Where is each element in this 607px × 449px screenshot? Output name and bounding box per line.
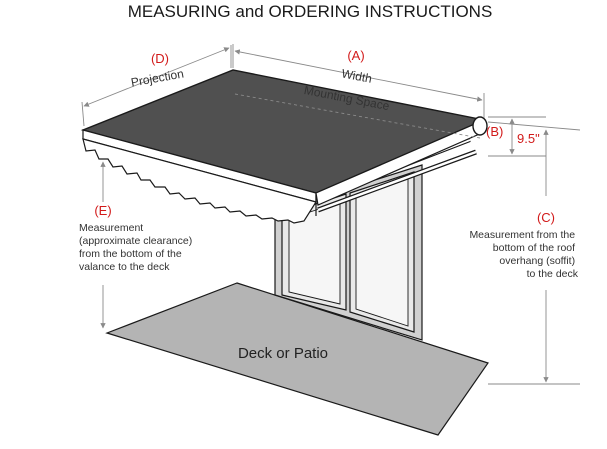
projection-label: Projection (130, 67, 185, 90)
sliding-door (281, 171, 415, 333)
valance-dimension: (B) 9.5" (486, 116, 546, 157)
width-dimension: (A) Width (232, 44, 485, 118)
soffit-dimension: (C) Measurement from the bottom of the r… (469, 121, 581, 385)
soffit-note: Measurement from the bottom of the roof … (469, 229, 578, 280)
clearance-note-line: Measurement (79, 222, 143, 234)
clearance-note-line: (approximate clearance) (79, 235, 192, 247)
valance-value: 9.5" (517, 131, 540, 146)
soffit-note-line: overhang (soffit) (499, 255, 575, 267)
clearance-note: Measurement (approximate clearance) from… (79, 222, 195, 273)
clearance-note-line: from the bottom of the (79, 248, 182, 260)
clearance-dimension: (E) Measurement (approximate clearance) … (79, 161, 195, 329)
soffit-letter: (C) (537, 210, 555, 225)
deck-area (105, 282, 489, 436)
projection-letter: (D) (151, 51, 169, 66)
deck-label: Deck or Patio (238, 345, 328, 362)
soffit-note-line: to the deck (527, 268, 579, 280)
soffit-note-line: Measurement from the (469, 229, 575, 241)
width-label: Width (340, 66, 373, 86)
width-letter: (A) (347, 48, 364, 63)
clearance-note-line: valance to the deck (79, 261, 170, 273)
clearance-letter: (E) (94, 203, 111, 218)
page-title: MEASURING and ORDERING INSTRUCTIONS (128, 2, 493, 21)
soffit-note-line: bottom of the roof (493, 242, 575, 254)
awning-canopy (80, 69, 488, 224)
valance-letter: (B) (486, 124, 503, 139)
